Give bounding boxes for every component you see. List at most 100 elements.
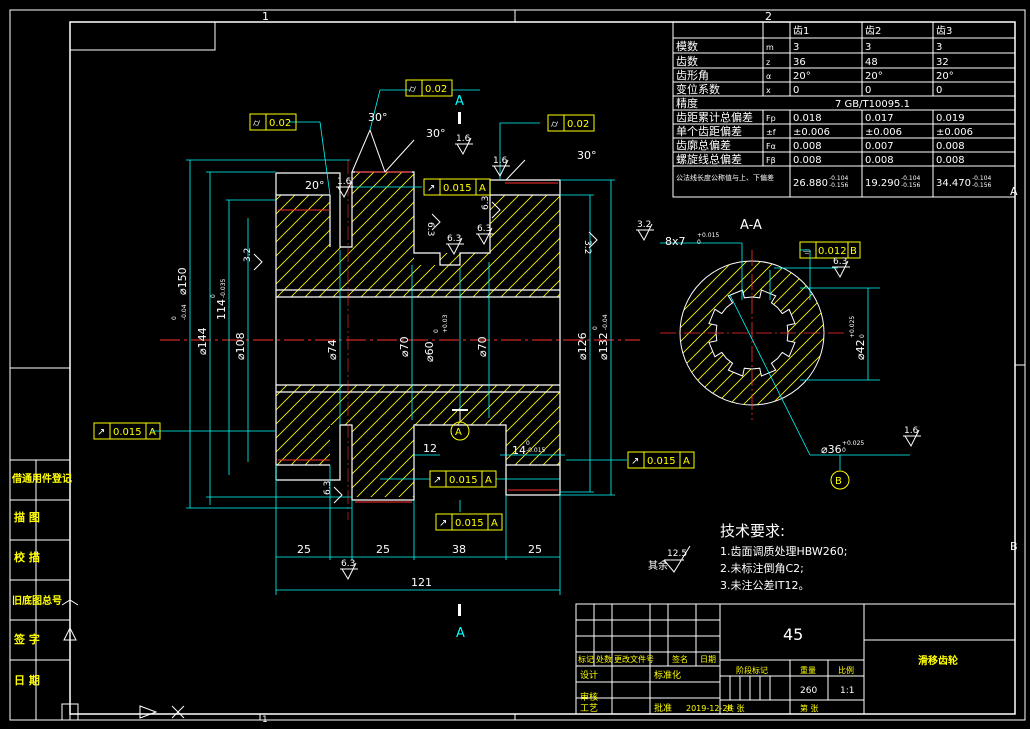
rough-rest-value: 12.5	[667, 549, 687, 559]
dim-114-dev-up: 0	[210, 294, 217, 298]
tb-date: 日期	[700, 655, 716, 664]
dia-42-dev-low: 0	[859, 334, 866, 338]
rough-63-a-icon	[832, 260, 850, 279]
zone-a: A	[1010, 185, 1018, 198]
tol-cyl-left-value: 0.02	[269, 118, 291, 129]
side-label-5: 日 期	[14, 673, 40, 687]
table-cell-5-2: 0.019	[936, 113, 965, 124]
table-row-sym-0: m	[766, 43, 774, 52]
table-header-2: 齿1	[793, 25, 809, 37]
tol-runout-2-box	[93, 422, 161, 440]
tol-cyl-top-box	[405, 79, 453, 97]
table-row-sym-2: α	[766, 72, 771, 81]
angle-30b: 30°	[426, 127, 446, 140]
table-cell-2-1: 20°	[865, 71, 883, 82]
rough-63-d-value: 6.3	[341, 559, 355, 569]
tb-sign: 签名	[672, 654, 688, 664]
table-cell-2-2: 20°	[936, 71, 954, 82]
len-14-dev-low: -0.015	[526, 447, 546, 454]
zone-2: 2	[765, 10, 772, 23]
rough-63-lower-value: 6.3	[323, 481, 333, 495]
section-marks: A A	[455, 94, 465, 641]
part-name: 滑移齿轮	[918, 654, 958, 667]
tech-requirements: 技术要求: 1.齿面调质处理HBW260; 2.未标注倒角C2; 3.未注公差I…	[648, 522, 848, 592]
table-cell-9-2: 34.470	[936, 178, 971, 189]
dia-42: ⌀42	[854, 339, 867, 360]
tol-cyl-top-value: 0.02	[425, 84, 447, 95]
zone-1: 1	[262, 10, 269, 23]
rough-63-c-icon	[476, 227, 494, 246]
tb-process: 工艺	[580, 703, 598, 714]
material: 45	[783, 625, 803, 644]
rough-16-d-value: 1.6	[904, 426, 919, 436]
table-row-label-8: 螺旋线总偏差	[676, 152, 742, 166]
rough-63-c-value: 6.3	[477, 224, 491, 234]
table-dev-up-0: -0.104	[829, 175, 849, 182]
tol-runout-3-box	[627, 451, 695, 469]
roughness-symbols: 1.61.61.61.63.26.36.36.36.33.23.26.36.36…	[243, 134, 921, 581]
table-cell-0-1: 3	[865, 42, 871, 53]
rough-32-a-value: 3.2	[637, 220, 651, 230]
len-14-dev-up: 0	[526, 440, 530, 447]
tol-runout-5-symbol-icon: ↗	[439, 518, 447, 529]
dia-42-dev-up: +0.025	[849, 316, 856, 338]
tb-stage: 阶段标记	[736, 665, 768, 675]
table-row-sym-1: z	[766, 58, 770, 67]
table-cell-0-2: 3	[936, 42, 942, 53]
rough-63-flank2-value: 6.3	[481, 196, 491, 210]
side-label-1: 描 图	[14, 510, 40, 524]
table-cell-1-0: 36	[793, 57, 806, 68]
tol-cyl-top-symbol-icon: ⌭	[409, 84, 417, 95]
tol-sym-datum: B	[850, 246, 857, 257]
table-row-sym-5: Fp	[766, 114, 776, 123]
tol-cyl-left-box	[249, 113, 297, 131]
tol-runout-1-datum: A	[479, 183, 486, 194]
len-25b: 25	[376, 543, 390, 556]
tol-runout-5-box	[435, 513, 503, 531]
dim-60-dev-low: 0	[433, 329, 440, 333]
table-dev-low-0: -0.156	[829, 182, 849, 189]
table-cell-1-1: 48	[865, 57, 878, 68]
table-cell-3-0: 0	[793, 85, 799, 96]
rough-63-lower-icon	[333, 486, 343, 504]
tol-runout-1-symbol-icon: ↗	[427, 183, 435, 194]
tb-standardize: 标准化	[654, 669, 681, 681]
table-cell-8-0: 0.008	[793, 155, 822, 166]
section-aa-view: A-A B 8x7 +0.015 0 ⌀42 +0.025 0 ⌀36	[660, 218, 910, 490]
spline-dev-up: +0.015	[697, 232, 719, 239]
rough-rest-label: 其余	[648, 559, 668, 572]
side-label-3: 旧底图总号	[12, 594, 62, 607]
len-25a: 25	[297, 543, 311, 556]
rough-32-right-icon	[588, 231, 598, 249]
title-block-grid	[575, 603, 1016, 715]
side-label-4: 签 字	[13, 632, 40, 646]
rough-16-b-icon	[492, 159, 510, 178]
zone-1-bottom: 1	[262, 715, 268, 725]
ucs-icon	[61, 599, 185, 721]
rough-32-left-value: 3.2	[243, 248, 253, 262]
diameter-dims	[152, 89, 627, 595]
rough-16-a-value: 1.6	[456, 134, 471, 144]
dim-132: ⌀132	[597, 332, 610, 360]
table-row-label-7: 齿廓总偏差	[676, 138, 731, 152]
dim-70b: ⌀70	[476, 336, 489, 357]
table-cell-1-2: 32	[936, 57, 949, 68]
tb-change: 更改文件号	[614, 654, 654, 664]
tol-runout-4-value: 0.015	[449, 475, 478, 486]
table-cell-9-0: 26.880	[793, 178, 828, 189]
symmetry-icon: ⌯	[803, 246, 811, 257]
len-38: 38	[452, 543, 466, 556]
table-row-label-5: 齿距累计总偏差	[676, 110, 753, 124]
tol-runout-3-datum: A	[683, 456, 690, 467]
tech-item-2: 2.未标注倒角C2;	[720, 561, 804, 575]
section-aa-title: A-A	[740, 218, 762, 233]
table-cell-7-1: 0.007	[865, 141, 894, 152]
datum-a: A	[450, 409, 470, 441]
tol-cyl-right-value: 0.02	[567, 119, 589, 130]
dia-36-dev-low: 0	[842, 447, 846, 454]
len-12: 12	[423, 442, 437, 455]
tol-runout-2-symbol-icon: ↗	[97, 427, 105, 438]
